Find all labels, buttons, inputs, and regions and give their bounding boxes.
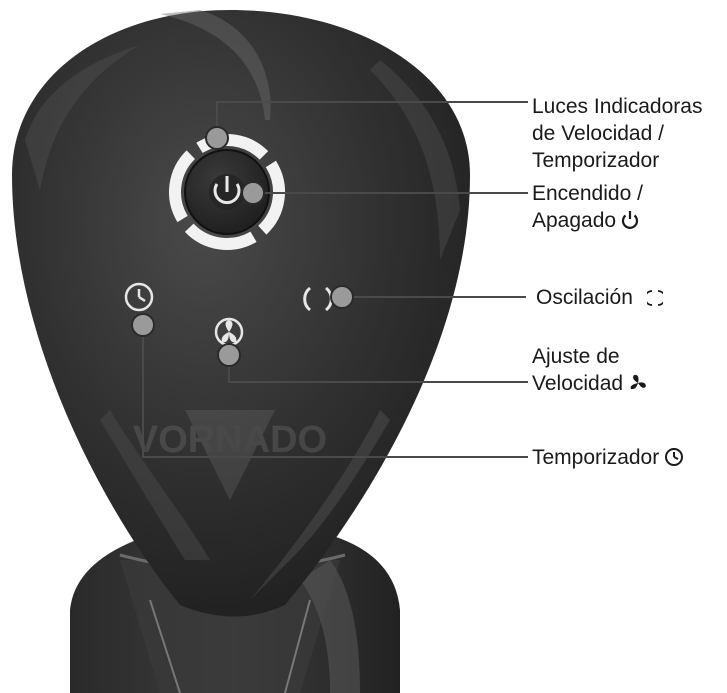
oscillation-text: Oscilación bbox=[536, 286, 633, 309]
indicator-lights-line3: Temporizador bbox=[532, 149, 660, 172]
speed-label: Ajuste de Velocidad bbox=[532, 343, 648, 400]
fan-icon bbox=[628, 373, 648, 400]
power-button[interactable] bbox=[209, 174, 245, 210]
marker-power bbox=[241, 181, 265, 205]
speed-line2: Velocidad bbox=[532, 372, 624, 395]
marker-speed bbox=[217, 343, 241, 367]
power-label: Encendido / Apagado bbox=[532, 180, 643, 237]
timer-button[interactable] bbox=[124, 282, 154, 312]
oscillation-label: Oscilación bbox=[536, 284, 666, 314]
oscillation-icon bbox=[643, 287, 666, 314]
fan-head bbox=[12, 10, 470, 617]
marker-indicator-lights bbox=[205, 126, 229, 150]
indicator-lights-line1: Luces Indicadoras bbox=[532, 95, 703, 118]
leader-timer bbox=[142, 325, 528, 458]
indicator-lights-line2: de Velocidad / bbox=[532, 122, 664, 145]
marker-timer bbox=[131, 313, 155, 337]
power-icon bbox=[621, 210, 639, 237]
power-line1: Encendido / bbox=[532, 182, 643, 205]
brand-logo-text: VORNADO bbox=[133, 419, 327, 461]
timer-label: Temporizador bbox=[532, 444, 684, 474]
vornado-logo: VORNADO bbox=[133, 410, 327, 500]
indicator-lights-label: Luces Indicadoras de Velocidad / Tempori… bbox=[532, 93, 702, 174]
power-line2: Apagado bbox=[532, 209, 617, 232]
clock-icon bbox=[664, 447, 684, 474]
timer-text: Temporizador bbox=[532, 446, 660, 469]
leader-lines bbox=[142, 101, 528, 458]
callout-markers bbox=[131, 126, 354, 367]
speed-line1: Ajuste de bbox=[532, 345, 620, 368]
marker-oscillation bbox=[330, 285, 354, 309]
